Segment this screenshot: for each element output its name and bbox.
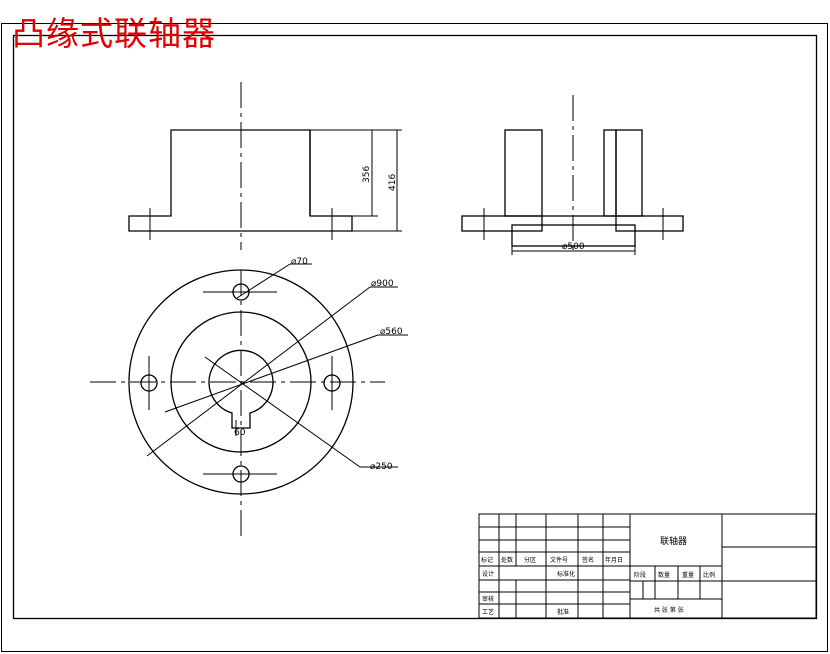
tb-header-5: 签名 xyxy=(582,556,594,564)
bore-with-keyway xyxy=(208,349,274,429)
title-block-part-name: 联轴器 xyxy=(660,535,687,547)
leader-250 xyxy=(204,356,361,468)
tb-header-3: 分区 xyxy=(524,556,536,564)
dim-560-label: ⌀560 xyxy=(380,327,403,337)
dim-416-label: 416 xyxy=(388,174,398,191)
tb-design: 设计 xyxy=(482,570,494,578)
tb-header-6: 年月日 xyxy=(605,556,623,564)
section-left-wall xyxy=(504,129,543,217)
tb-approve: 批准 xyxy=(557,608,569,616)
tb-attr-1: 阶段 xyxy=(634,571,646,579)
dim-70-label: ⌀70 xyxy=(291,257,308,267)
tb-header-1: 标记 xyxy=(481,556,493,564)
tb-standard: 标准化 xyxy=(557,570,575,578)
title-block: 联轴器 标记 处数 分区 文件号 签名 年月日 设计 标准化 审核 工艺 批准 … xyxy=(478,513,817,619)
page-title: 凸缘式联轴器 xyxy=(12,14,216,53)
tb-sheet-info: 共 张 第 张 xyxy=(654,606,684,614)
section-right-wall xyxy=(615,129,643,217)
front-view: 356 416 xyxy=(128,82,402,250)
section-flange-right xyxy=(615,215,684,232)
tb-header-2: 处数 xyxy=(501,556,513,564)
outer-border xyxy=(1,23,828,652)
top-view: ⌀70 ⌀900 ⌀560 ⌀250 60 xyxy=(90,257,408,538)
leader-560 xyxy=(164,334,379,413)
dim-250-label: ⌀250 xyxy=(370,462,393,472)
dim-900-label: ⌀900 xyxy=(371,279,394,289)
dim-356-label: 356 xyxy=(362,166,372,183)
inner-border xyxy=(12,34,818,620)
dim-500-label: ⌀500 xyxy=(562,242,585,252)
tb-process: 工艺 xyxy=(482,608,494,616)
leader-900 xyxy=(146,286,371,457)
leader-70 xyxy=(236,263,291,299)
tb-attr-3: 重量 xyxy=(682,571,694,579)
tb-attr-2: 数量 xyxy=(658,571,670,579)
section-view: ⌀500 xyxy=(461,95,684,255)
dim-keyway-label: 60 xyxy=(234,428,246,438)
tb-check: 审核 xyxy=(482,595,494,603)
section-bore-gap xyxy=(603,129,617,217)
section-flange-left xyxy=(461,215,543,232)
tb-attr-4: 比例 xyxy=(703,571,715,579)
tb-header-4: 文件号 xyxy=(550,556,568,564)
